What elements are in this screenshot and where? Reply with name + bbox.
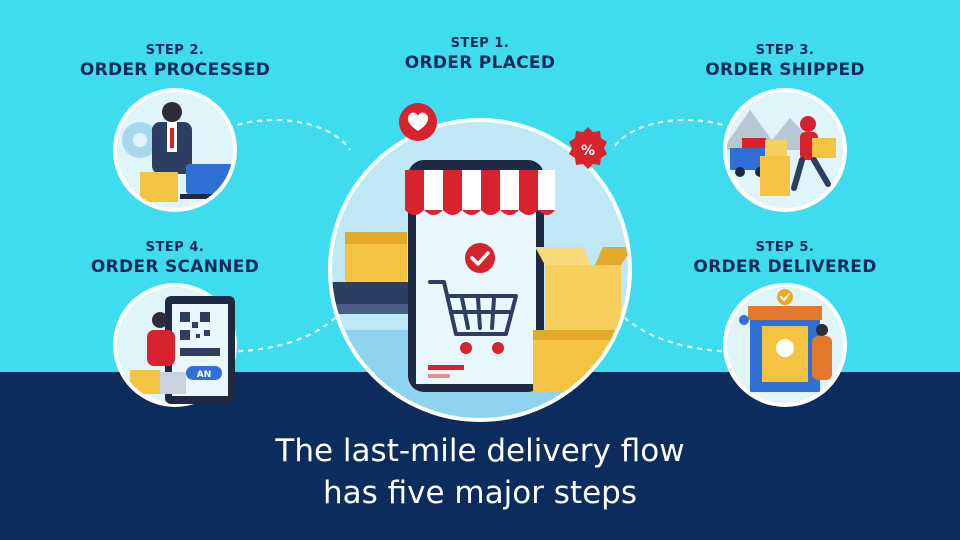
scan-button-text: AN xyxy=(197,370,212,380)
center-step-number: STEP 1. xyxy=(450,36,510,51)
step-2-title: ORDER PROCESSED xyxy=(79,60,271,80)
center-step-title: ORDER PLACED xyxy=(404,53,556,73)
shopping-cart-icon xyxy=(428,280,518,336)
step-2-label: STEP 2. ORDER PROCESSED xyxy=(55,43,295,80)
step-5-title: ORDER DELIVERED xyxy=(693,257,877,277)
step-4-title: ORDER SCANNED xyxy=(90,257,260,277)
shop-awning-icon xyxy=(405,170,555,215)
qr-code-icon xyxy=(180,312,210,340)
order-scanned-circle: AN xyxy=(113,283,237,407)
step-5-label: STEP 5. ORDER DELIVERED xyxy=(665,240,905,277)
order-delivered-circle xyxy=(723,283,847,407)
step-2-number: STEP 2. xyxy=(145,43,205,58)
headline-line-2: has five major steps xyxy=(322,475,638,511)
discount-badge: % xyxy=(569,127,607,169)
location-pin-icon xyxy=(739,315,749,325)
order-shipped-circle xyxy=(723,88,847,212)
step-4-number: STEP 4. xyxy=(145,240,205,255)
heart-badge xyxy=(399,103,437,141)
order-processed-circle xyxy=(113,88,237,212)
step-3-number: STEP 3. xyxy=(755,43,815,58)
check-icon xyxy=(465,243,495,273)
step-4-label: STEP 4. ORDER SCANNED xyxy=(55,240,295,277)
step-5-number: STEP 5. xyxy=(755,240,815,255)
headline-line-1: The last-mile delivery flow xyxy=(275,433,685,469)
connector-lines xyxy=(227,118,733,353)
delivered-check-icon xyxy=(777,289,793,305)
step-3-title: ORDER SHIPPED xyxy=(705,60,865,80)
heart-icon xyxy=(407,112,429,131)
discount-badge-text: % xyxy=(581,143,595,159)
headline: The last-mile delivery flow has five maj… xyxy=(0,430,960,514)
step-3-label: STEP 3. ORDER SHIPPED xyxy=(665,43,905,80)
center-step-label: STEP 1. ORDER PLACED xyxy=(380,36,580,73)
order-placed-circle xyxy=(328,118,632,422)
